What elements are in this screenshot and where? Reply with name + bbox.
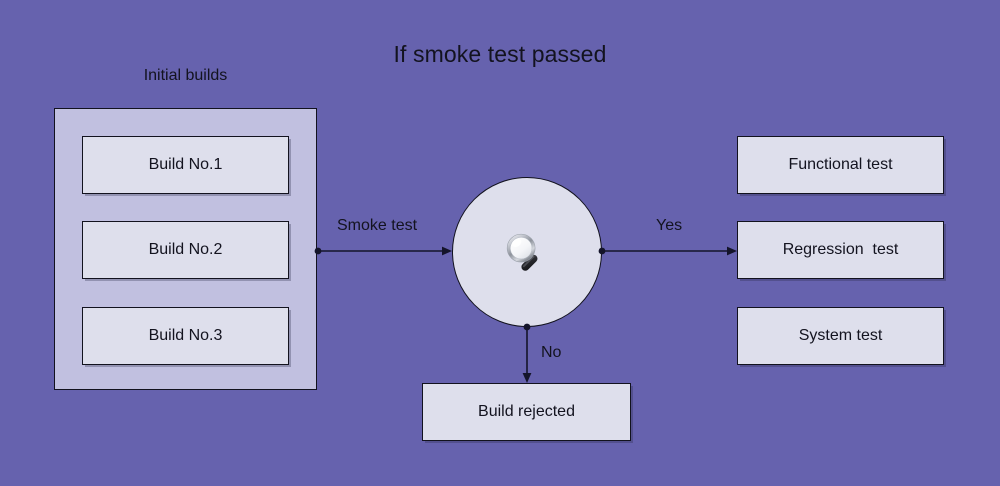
diagram-title: If smoke test passed — [393, 41, 607, 67]
node-functional-test[interactable]: Functional test — [737, 136, 944, 194]
node-decision-smoke-test[interactable] — [452, 177, 602, 327]
node-build-rejected[interactable]: Build rejected — [422, 383, 631, 441]
magnifying-glass-icon — [506, 233, 538, 271]
node-build-3[interactable]: Build No.3 — [82, 307, 289, 365]
edge-label-yes: Yes — [656, 217, 683, 234]
node-build-2[interactable]: Build No.2 — [82, 221, 289, 279]
node-build-1[interactable]: Build No.1 — [82, 136, 289, 194]
node-regression-test[interactable]: Regression test — [737, 221, 944, 279]
node-system-test[interactable]: System test — [737, 307, 944, 365]
edge-label-smoke-test: Smoke test — [337, 217, 418, 234]
edge-label-no: No — [541, 344, 562, 361]
group-label-initial-builds: Initial builds — [143, 67, 228, 84]
